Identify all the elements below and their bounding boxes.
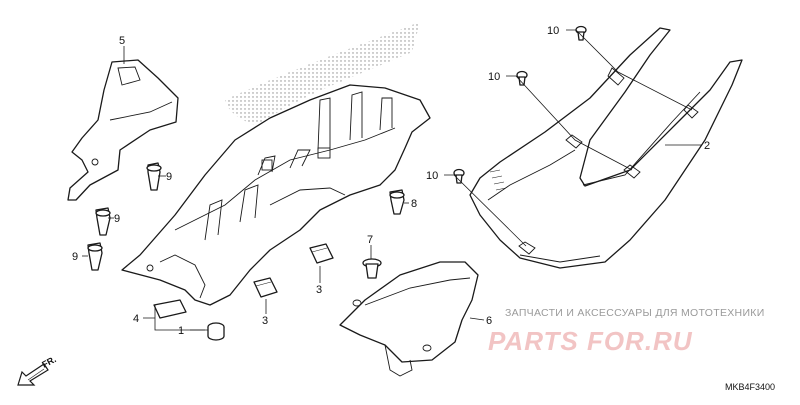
front-direction-label: FR. [40, 354, 57, 370]
callout-10-middle: 10 [488, 71, 500, 83]
callout-8: 8 [411, 198, 417, 210]
clip-9-middle[interactable] [95, 207, 111, 236]
part-5-heat-guard[interactable] [67, 59, 179, 201]
clip-9-lower[interactable] [87, 242, 103, 271]
part-rear-fender-b[interactable] [121, 84, 431, 306]
callout-10-lower: 10 [426, 170, 438, 182]
watermark-logo: PARTS FOR.RU [488, 326, 693, 356]
callout-1: 1 [178, 325, 184, 337]
callout-2: 2 [704, 140, 710, 152]
callout-9-upper: 9 [166, 171, 172, 183]
leader-lines [82, 29, 702, 331]
callout-6: 6 [486, 315, 492, 327]
seat-outline-dotted [225, 22, 420, 125]
rubber-3-lower[interactable] [253, 277, 278, 298]
callout-10-top: 10 [547, 25, 559, 37]
callout-7: 7 [367, 234, 373, 246]
rubber-3-upper[interactable] [309, 243, 334, 264]
callout-9-lower: 9 [72, 251, 78, 263]
part-2-side-cover[interactable] [469, 27, 743, 269]
drawing-code: MKB4F3400 [725, 382, 775, 392]
screw-10-top[interactable] [575, 25, 587, 41]
callout-4: 4 [133, 313, 139, 325]
part-6-rear-cover[interactable] [339, 261, 479, 377]
callout-numbers: 5 9 9 9 8 7 3 3 4 1 6 10 10 10 2 [72, 25, 710, 337]
callout-9-middle: 9 [114, 213, 120, 225]
front-direction-arrow-icon [17, 363, 49, 386]
callout-3-upper: 3 [316, 284, 322, 296]
screw-10-lower[interactable] [453, 168, 465, 184]
clip-8[interactable] [389, 189, 405, 215]
callout-3-lower: 3 [262, 315, 268, 327]
clip-9-upper[interactable] [146, 162, 162, 191]
collar-1[interactable] [207, 322, 225, 341]
bolt-7[interactable] [362, 258, 382, 279]
callout-5: 5 [119, 35, 125, 47]
watermark-tagline: ЗАПЧАСТИ И АКСЕССУАРЫ ДЛЯ МОТОТЕХНИКИ [505, 307, 765, 319]
rubber-4[interactable] [153, 299, 187, 319]
